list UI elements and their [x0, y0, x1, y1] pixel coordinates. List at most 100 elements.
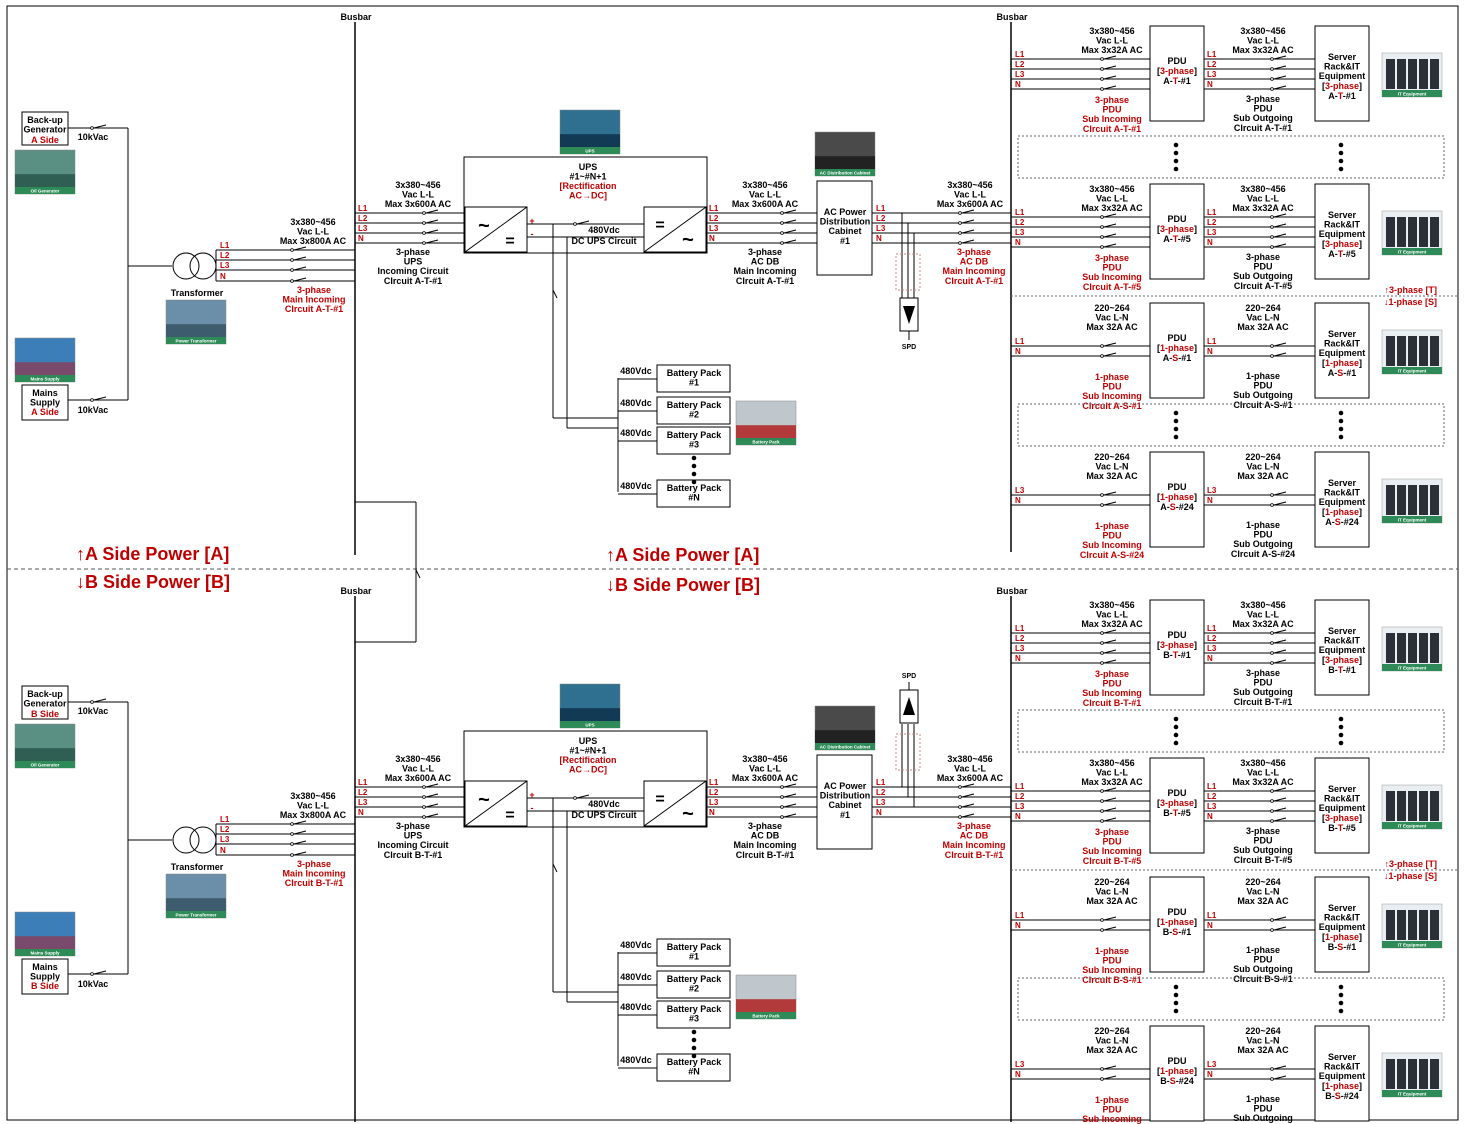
label: Vac L-L	[1247, 768, 1280, 778]
phase-label: L2	[1207, 60, 1217, 69]
spd-label: SPD	[902, 344, 916, 351]
label: Max 3x800A AC	[280, 236, 347, 246]
it-icon-strip	[1382, 1090, 1442, 1097]
label: CIrcuit A-T-#1	[945, 276, 1003, 286]
label: 3-phase	[297, 285, 331, 295]
label: CIrcuit A-T-#1	[736, 276, 794, 286]
label: 3x380~456	[1240, 600, 1285, 610]
breaker-contact	[958, 231, 962, 235]
label: Sub Incoming	[1082, 846, 1142, 856]
label: Vac L-N	[1246, 313, 1279, 323]
rack-shape	[1386, 633, 1395, 663]
label: B-T-#1	[1328, 665, 1356, 675]
label: Vac L-N	[1246, 887, 1279, 897]
label: 3-phase	[1095, 827, 1129, 837]
label: #N	[688, 1067, 700, 1077]
label: Max 3x32A AC	[1232, 619, 1294, 629]
label: 3x380~456	[1240, 184, 1285, 194]
label: Vac L-L	[954, 190, 987, 200]
label: Rack&IT	[1324, 1062, 1361, 1072]
dc-symbol: =	[505, 233, 514, 250]
rack-shape	[1408, 336, 1417, 366]
breaker-contact	[1270, 918, 1274, 922]
label: Battery Pack	[667, 400, 723, 410]
transformer-coil-2	[189, 252, 217, 280]
wire	[1103, 1065, 1117, 1070]
ac-cabinet-box	[816, 180, 873, 276]
phase-label: L1	[1015, 50, 1025, 59]
label: 220~264	[1094, 1026, 1129, 1036]
rack-shape	[1408, 217, 1417, 247]
label: 3x380~456	[947, 754, 992, 764]
label: Main Incoming	[283, 295, 346, 305]
label: Rack&IT	[1324, 62, 1361, 72]
label: Vac L-L	[749, 764, 782, 774]
mains-icon-strip	[15, 375, 75, 382]
phase-label: L3	[1015, 1060, 1025, 1069]
breaker-contact	[422, 815, 426, 819]
breaker-contact	[90, 972, 94, 976]
transformer-label: Transformer	[171, 288, 224, 298]
ellipsis-dot	[1173, 426, 1179, 432]
label: PDU	[1167, 1056, 1186, 1066]
server-rack-box	[1314, 302, 1370, 399]
label: PDU	[1253, 1104, 1272, 1114]
wire	[576, 794, 590, 799]
breaker-contact	[1100, 651, 1104, 655]
label: 10kVac	[78, 706, 109, 716]
label: B Side	[31, 709, 59, 719]
phase-label: N	[1207, 496, 1213, 505]
phase-label: L1	[876, 204, 886, 213]
battery-icon: Battery Pack	[735, 974, 797, 1020]
label: [3-phase]	[1322, 239, 1362, 249]
breaker-contact	[1270, 215, 1274, 219]
ellipsis-dot	[1173, 992, 1179, 998]
breaker-contact	[1270, 1067, 1274, 1071]
mains-icon-label: Mains Supply	[30, 377, 60, 382]
label: Sub Outgoing	[1233, 964, 1292, 974]
ups-unit: UPS#1~#N+1[RectificationAC→DC]~==~+-480V…	[463, 683, 708, 828]
label: Vac L-N	[1095, 462, 1128, 472]
battery-icon-strip	[736, 1012, 796, 1019]
it-icon-strip	[1382, 664, 1442, 671]
label: Vac L-L	[297, 801, 330, 811]
label: Server	[1328, 903, 1357, 913]
it-icon-label: IT Equipment	[1398, 943, 1427, 948]
wire	[293, 266, 307, 271]
ellipsis-dot	[1338, 992, 1344, 998]
ups-icon-label: UPS	[585, 723, 594, 728]
side-a-label-left: ↑A Side Power [A]	[76, 544, 229, 564]
phase-label: L1	[876, 778, 886, 787]
breaker-contact	[1100, 344, 1104, 348]
wire	[464, 206, 528, 253]
pdu-box	[1149, 1025, 1205, 1122]
phase-label: L1	[1207, 911, 1217, 920]
label: A-S-#24	[1160, 502, 1194, 512]
wire	[961, 783, 975, 788]
rack-shape	[1408, 633, 1417, 663]
label: Max 3x32A AC	[1081, 45, 1143, 55]
label: Vac L-L	[1247, 610, 1280, 620]
rack-shape	[1386, 217, 1395, 247]
mains-icon: Mains Supply	[14, 337, 76, 383]
label: Vac L-L	[749, 190, 782, 200]
rack-shape	[1397, 336, 1406, 366]
wire	[1273, 659, 1287, 664]
phase-label: N	[1015, 80, 1021, 89]
label: Battery Pack	[667, 483, 723, 493]
breaker-contact	[1100, 245, 1104, 249]
breaker-contact	[1100, 809, 1104, 813]
wire	[783, 813, 797, 818]
pdu-box	[1149, 599, 1205, 696]
label: 3x380~456	[395, 754, 440, 764]
label: Distribution	[820, 791, 871, 801]
label: Max 3x32A AC	[1232, 777, 1294, 787]
battery-icon-label: Battery Pack	[752, 1014, 780, 1019]
ups-icon: UPS	[559, 109, 621, 155]
wire	[961, 813, 975, 818]
server-rack-box	[1314, 1025, 1370, 1122]
label: 10kVac	[78, 979, 109, 989]
phase-label: N	[1015, 654, 1021, 663]
phase-label: N	[1015, 496, 1021, 505]
